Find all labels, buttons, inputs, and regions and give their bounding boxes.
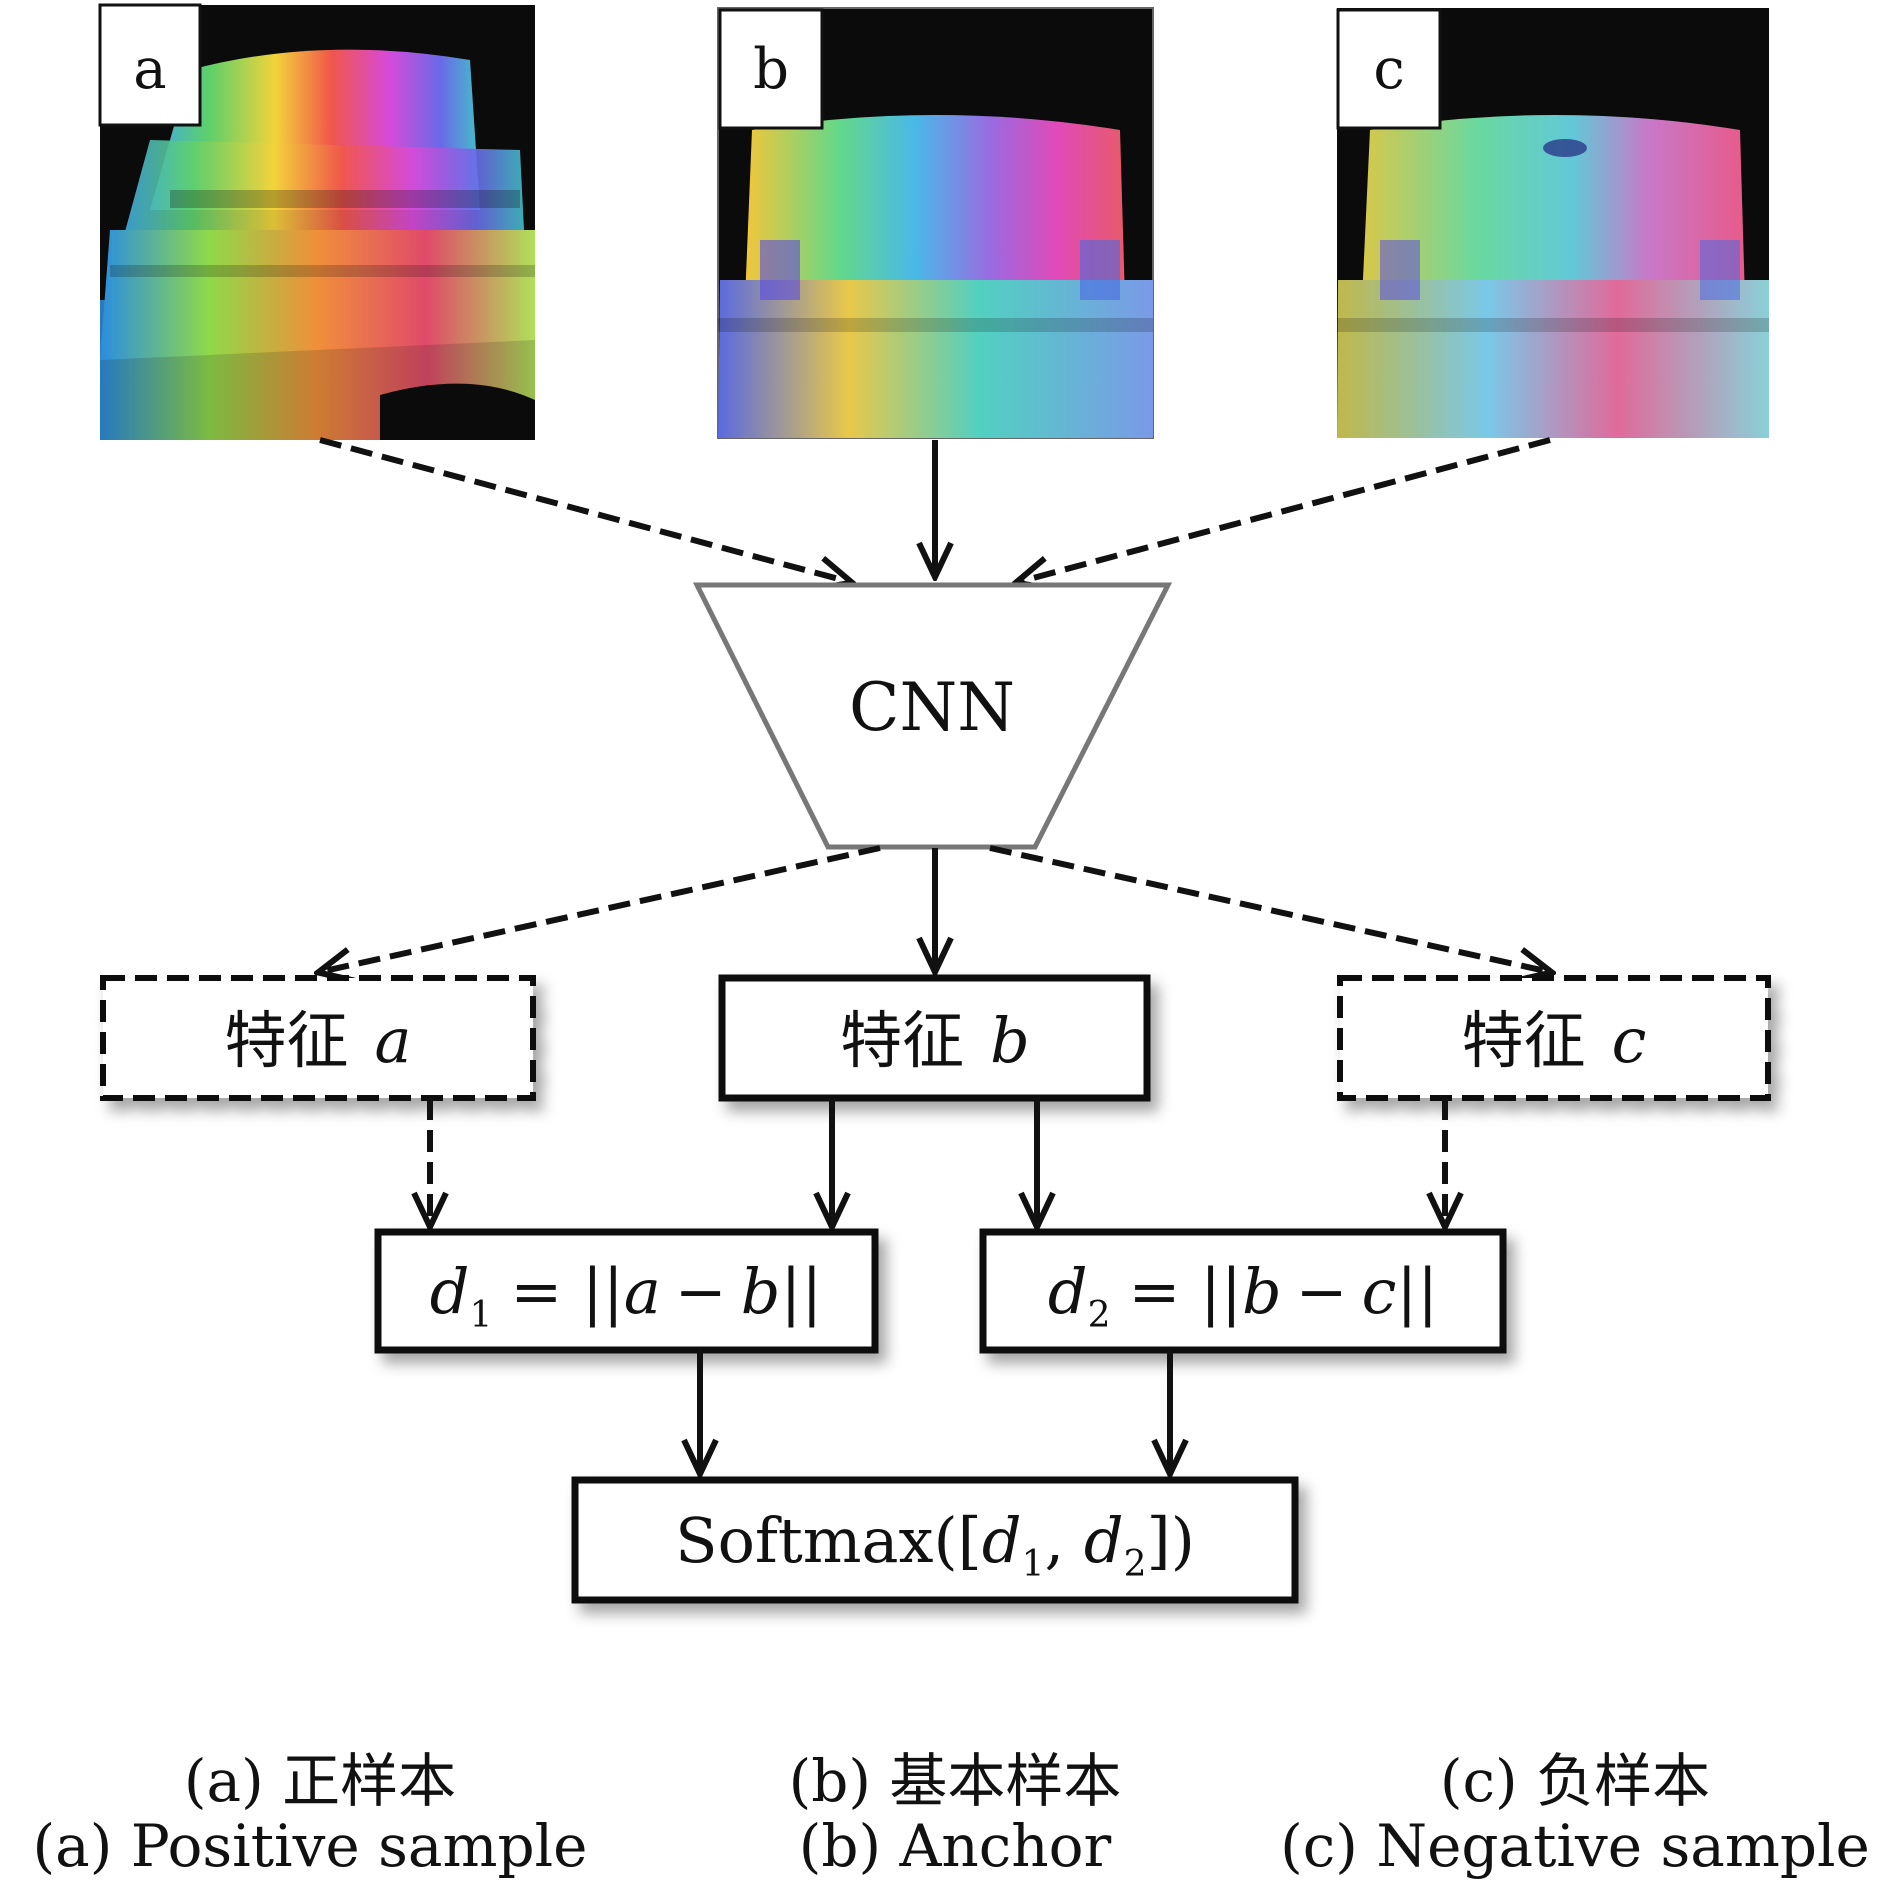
arrow-c-to-cnn	[1018, 437, 1551, 582]
caption-b-cn: (b) 基本样本	[788, 1747, 1122, 1815]
caption-b-en: (b) Anchor	[798, 1812, 1112, 1880]
distance-box-d2	[979, 1228, 1507, 1354]
arrow-cnn-to-feature-c	[989, 845, 1550, 972]
label-box-c	[1336, 8, 1442, 130]
feature-box-b	[718, 974, 1151, 1102]
distance-formula-d1: d1= ||a−b||	[430, 1255, 822, 1336]
sample-image-a	[100, 5, 535, 440]
sample-image-b	[717, 7, 1154, 439]
sample-label-b: b	[753, 37, 789, 102]
feature-box-c	[1337, 975, 1771, 1101]
sample-label-a: a	[133, 37, 166, 102]
caption-a-en: (a) Positive sample	[32, 1812, 588, 1880]
label-box-a	[98, 3, 202, 127]
sample-label-c: c	[1373, 37, 1404, 102]
cnn-block	[692, 582, 1173, 850]
label-box-b	[718, 8, 824, 130]
arrow-cnn-to-feature-a	[320, 845, 881, 972]
distance-box-d1	[374, 1228, 879, 1354]
defect-mark	[1543, 139, 1587, 157]
softmax-formula: Softmax([d1, d2])	[675, 1504, 1195, 1585]
softmax-box	[571, 1476, 1299, 1604]
caption-c-cn: (c) 负样本	[1439, 1747, 1711, 1815]
arrow-a-to-cnn	[319, 437, 850, 582]
caption-c-en: (c) Negative sample	[1280, 1812, 1870, 1880]
distance-formula-d2: d2= ||b−c||	[1048, 1255, 1438, 1336]
feature-box-a	[100, 975, 536, 1101]
cnn-label: CNN	[849, 669, 1015, 746]
caption-a-cn: (a) 正样本	[183, 1747, 457, 1815]
